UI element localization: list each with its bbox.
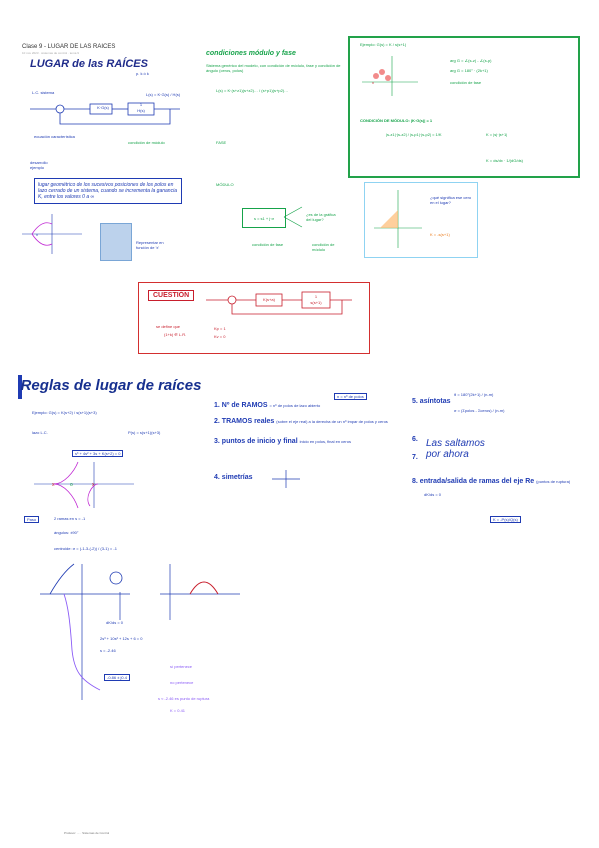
regla-7-num: 7. <box>412 454 418 461</box>
paso-k-val: K = 0.41 <box>170 708 186 713</box>
ejemplo-ec: s³ + 4s² + 3s + K(s+2) = 0 <box>72 450 124 457</box>
box-s1: s = s1 + j·σ <box>242 208 286 228</box>
ruptura-final: K = -P(s)/Q(s) <box>490 516 521 523</box>
regla-6-num: 6. <box>412 436 418 443</box>
root-locus-sketch-1: x <box>22 214 82 254</box>
branch-arrows <box>283 206 303 228</box>
definicion-lugar: lugar geométrico de los sucesivos posici… <box>34 178 182 204</box>
regla-3: 3. puntos de inicio y final inicio en po… <box>214 438 351 445</box>
lugar-title: LUGAR de las RAÍCES <box>30 58 148 70</box>
green-line-5: CONDICIÓN DE MÓDULO: |K·G(s)| = 1 <box>360 118 433 123</box>
svg-text:x: x <box>52 482 55 488</box>
cuestion-block-k: K(s+a) <box>263 297 275 302</box>
page-title: Clase 9 - LUGAR DE LAS RAICES <box>22 44 116 50</box>
paso-note-2: no pertenece <box>170 680 194 685</box>
ecuacion-text: ecuación característica <box>34 134 75 139</box>
paso-ramas: 2 ramas en s = -1 <box>54 516 86 521</box>
ejemplo-inicio: Ejemplo: G(s) = K(s+2) / s(s+1)(s+3) <box>32 410 97 415</box>
green-line-4: condición de fase <box>450 80 482 85</box>
cuestion-cond1: Kp = 1 <box>214 326 226 331</box>
regla-4: 4. simetrías <box>214 474 253 481</box>
condiciones-lc-eq: L(s) = K·(s+z1)(s+z2)… / (s+p1)(s+p2)… <box>216 88 289 93</box>
green-plane-sketch: x <box>362 56 418 96</box>
green-line-6: |s-z1|·|s-z2| / |s-p1|·|s-p2| = 1/K <box>386 132 442 137</box>
paso-final: s ≈ -2.46 es punto de ruptura <box>158 696 210 701</box>
paso-note-1: sí pertenece <box>170 664 193 669</box>
regla-8: 8. entrada/salida de ramas del eje Re (p… <box>412 478 571 485</box>
paso-root: s = -2.46 <box>100 648 116 653</box>
page-footer: Profesor: ... · Sistemas de Control <box>64 831 110 835</box>
simetria-axis <box>272 470 300 488</box>
svg-text:o: o <box>70 482 73 488</box>
graf-note: Representar en función de 'x' <box>136 240 164 250</box>
ruptura-eq: dK/ds = 0 <box>424 492 442 497</box>
green-line-1: Ejemplo: G(s) = K / s(s+1) <box>360 42 407 47</box>
modulo-label: MÓDULO <box>216 182 234 187</box>
box-question: ¿es de la gráfica del lugar? <box>306 212 336 222</box>
svg-text:x: x <box>92 482 95 488</box>
paso-root2: -0.86 ± j0.4 <box>104 674 130 681</box>
green-example-box <box>348 36 580 178</box>
cyan-eq: K = -s(s+1) <box>430 232 450 237</box>
green-line-8: K = ds/dx · 1/(dG/ds) <box>486 158 524 163</box>
photo-figure <box>100 223 132 261</box>
ejemplo-lc: lazo L.C. <box>32 430 48 435</box>
reglas-accent-bar <box>18 375 22 399</box>
ejemplo-root-locus: x x o <box>34 461 134 509</box>
p-k-note: p. k ó k <box>136 71 149 76</box>
asintotas-angulo: θ = 180°(2k+1) / (n-m) <box>454 392 494 397</box>
regla-5: 5. asíntotas <box>412 398 451 405</box>
box-cond-modulo: condición de módulo <box>312 242 335 252</box>
cyan-note: ¿qué significa ese cero en el lugar? <box>430 195 472 205</box>
cuestion-block-h: s(s+1) <box>310 300 322 305</box>
page-subtitle: 10 nov 2023 · sistemas de control · tema… <box>22 51 79 55</box>
cyan-note-box <box>364 182 478 258</box>
regla-2: 2. TRAMOS reales (sobre el eje real) a l… <box>214 418 388 425</box>
paso-pol: 2s³ + 10s² + 12s + 6 = 0 <box>100 636 143 641</box>
block-one-label: 1 <box>139 102 143 107</box>
block-k-label: K·G(s) <box>97 105 109 110</box>
paso-deriv: dK/ds = 0 <box>106 620 124 625</box>
page-header: Clase 9 - LUGAR DE LAS RAICES 10 nov 202… <box>22 44 115 55</box>
block-diagram-1 <box>30 102 180 125</box>
cuestion-cond2: Kv = 0 <box>214 334 226 339</box>
cuestion-block-diagram <box>206 291 352 315</box>
ejemplo-label: desarrollo ejemplo <box>30 160 48 170</box>
fase-label: FASE <box>216 140 227 145</box>
block-h-label: H(s) <box>137 108 145 113</box>
cuestion-block-one: 1 <box>314 294 318 299</box>
regla-6-label: Las saltamos por ahora <box>426 438 485 460</box>
box-cond-fase: condición de fase <box>252 242 284 247</box>
svg-text:x: x <box>36 232 38 237</box>
ejemplo-grafico-principal <box>40 563 240 700</box>
cond-modulo-note: condición de módulo <box>128 140 165 145</box>
condiciones-title: condiciones módulo y fase <box>206 50 296 57</box>
reglas-title: Reglas de lugar de raíces <box>20 376 202 394</box>
green-line-3: arg G = 180° · (2k+1) <box>450 68 488 73</box>
green-line-2: arg G = ∠(s-z) - ∠(s-p) <box>450 58 492 63</box>
condiciones-intro: Sistema genérico del modelo, con condici… <box>206 63 341 73</box>
cuestion-q1: se define que <box>156 324 181 329</box>
cuestion-q2: (1+k) ∈ L.R. <box>164 332 187 337</box>
cyan-plot <box>374 190 422 248</box>
asintotas-centro: σ = (Σpolos - Σceros) / (n-m) <box>454 408 505 413</box>
lk-expression: L(s) = K·G(s) / H(s) <box>146 92 181 97</box>
cuestion-title: CUESTIÓN <box>148 290 195 301</box>
nota-ramos: n = nº de polos <box>334 393 367 400</box>
regla-1: 1. Nº de RAMOS = nº de polos de lazo abi… <box>214 402 321 409</box>
svg-text:x: x <box>372 80 374 85</box>
ejemplo-pol: P(s) = s(s+1)(s+3) <box>128 430 161 435</box>
paso-asint: ángulos: ±90° <box>54 530 79 535</box>
paso-centro: centroide: σ = (-1-3-(-2)) / (3-1) = -1 <box>54 546 117 551</box>
cuestion-box <box>138 282 370 354</box>
paso-tag: Paso <box>24 516 40 523</box>
lc-label: L.C. sistema <box>32 90 55 95</box>
green-line-7: K = |s|·|s+1| <box>486 132 508 137</box>
